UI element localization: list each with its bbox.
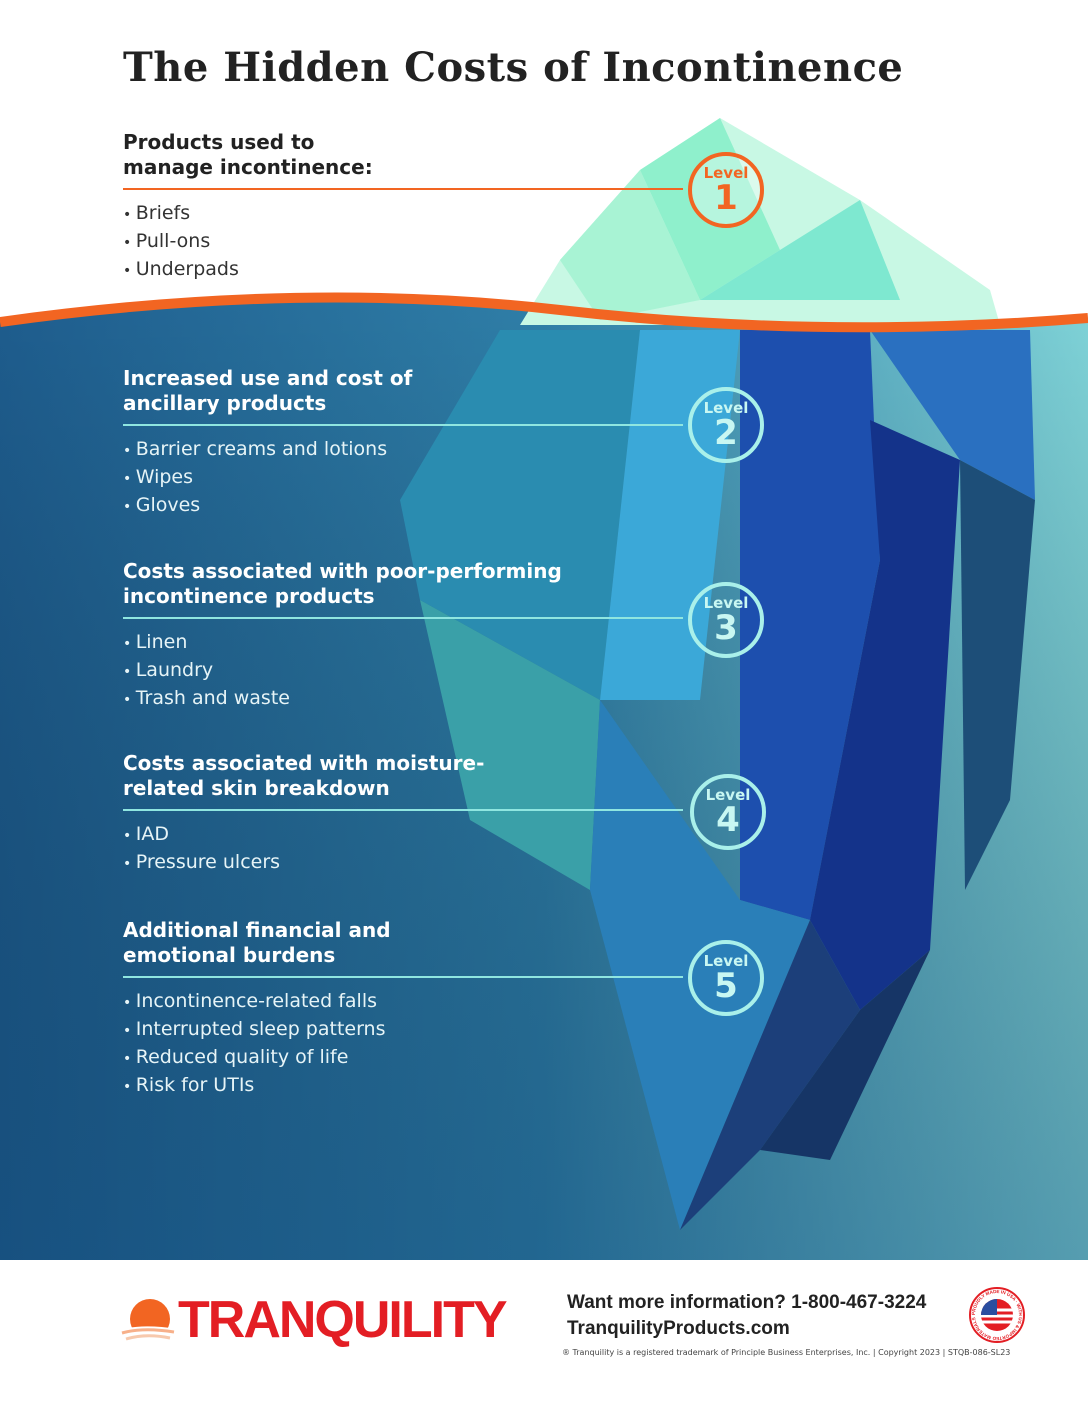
list-item: Pressure ulcers — [123, 849, 683, 877]
list-item: Reduced quality of life — [123, 1044, 683, 1072]
level-4-rule — [123, 809, 683, 811]
level-word: Level — [703, 952, 749, 970]
list-item: Pull-ons — [123, 228, 683, 256]
level-word: Level — [703, 164, 749, 182]
level-3-rule — [123, 617, 683, 619]
list-item: Barrier creams and lotions — [123, 436, 683, 464]
website-link[interactable]: TranquilityProducts.com — [567, 1318, 790, 1339]
list-item: Gloves — [123, 492, 683, 520]
level-word: Level — [703, 399, 749, 417]
level-number: 5 — [714, 966, 738, 1006]
level-5-rule — [123, 976, 683, 978]
phone-line: Want more information? 1-800-467-3224 — [567, 1292, 927, 1313]
level-1-rule — [123, 188, 683, 190]
list-item: Incontinence-related falls — [123, 988, 683, 1016]
logo-text: TRANQUILITY — [178, 1291, 508, 1349]
level-word: Level — [705, 786, 751, 804]
level-4-heading: Costs associated with moisture-related s… — [123, 751, 485, 800]
level-3-section: Costs associated with poor-performing in… — [123, 559, 683, 713]
level-4-section: Costs associated with moisture-related s… — [123, 751, 683, 877]
level-2-section: Increased use and cost of ancillary prod… — [123, 366, 683, 520]
list-item: Underpads — [123, 256, 683, 284]
level-1-section: Products used to manage incontinence: Br… — [123, 130, 683, 284]
list-item: Risk for UTIs — [123, 1072, 683, 1100]
level-1-heading: Products used to manage incontinence: — [123, 130, 373, 179]
level-number: 4 — [716, 800, 740, 840]
list-item: Interrupted sleep patterns — [123, 1016, 683, 1044]
level-number: 3 — [714, 608, 738, 648]
footer — [0, 1260, 1088, 1408]
list-item: Laundry — [123, 657, 683, 685]
sun-wave-icon — [118, 1299, 178, 1345]
list-item: IAD — [123, 821, 683, 849]
level-number: 1 — [714, 178, 738, 218]
level-5-heading: Additional financial and emotional burde… — [123, 918, 391, 967]
level-2-heading: Increased use and cost of ancillary prod… — [123, 366, 413, 415]
level-2-rule — [123, 424, 683, 426]
list-item: Linen — [123, 629, 683, 657]
tranquility-logo: TRANQUILITY — [118, 1290, 508, 1350]
list-item: Trash and waste — [123, 685, 683, 713]
fine-print: ® Tranquility is a registered trademark … — [562, 1348, 1011, 1357]
level-number: 2 — [714, 413, 738, 453]
level-word: Level — [703, 594, 749, 612]
page-title: The Hidden Costs of Incontinence — [123, 44, 904, 91]
level-5-section: Additional financial and emotional burde… — [123, 918, 683, 1100]
list-item: Briefs — [123, 200, 683, 228]
made-in-usa-badge: PROUDLY MADE IN USA · WITH US & IMPORTED… — [969, 1287, 1025, 1343]
level-3-heading: Costs associated with poor-performing in… — [123, 559, 562, 608]
contact-info: Want more information? 1-800-467-3224 Tr… — [567, 1290, 926, 1342]
list-item: Wipes — [123, 464, 683, 492]
